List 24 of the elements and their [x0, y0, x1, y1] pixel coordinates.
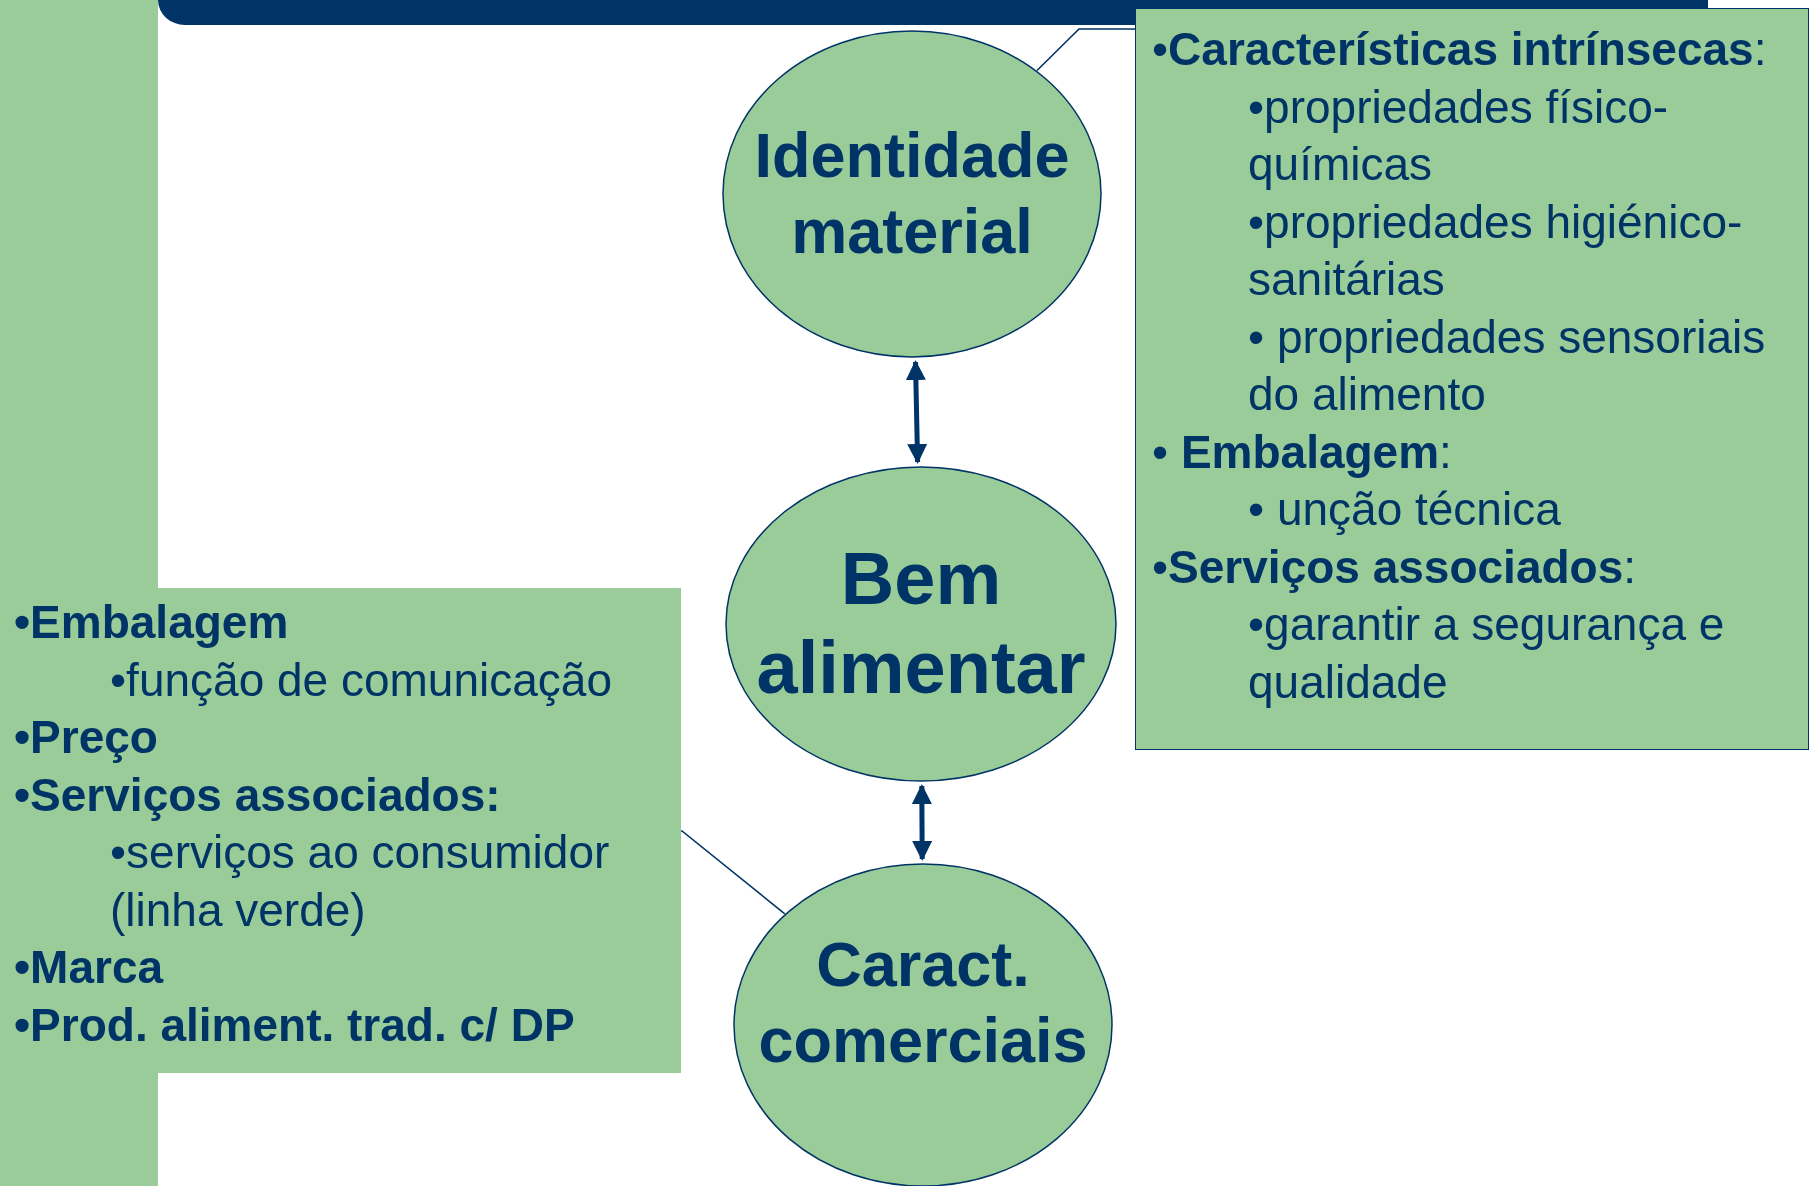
list-item: • Embalagem: [1152, 424, 1453, 480]
list-item: • unção técnica [1248, 482, 1562, 537]
list-item: •Preço [14, 710, 159, 765]
list-item: • propriedades sensoriais do alimento [1248, 309, 1767, 422]
node-title: Identidade material [753, 119, 1071, 268]
list-item: •propriedades higiénico-sanitárias [1248, 194, 1744, 307]
list-item: •Serviços associados: [1152, 539, 1638, 595]
list-item: •Características intrínsecas: [1152, 22, 1768, 77]
text-panel [0, 588, 681, 1073]
list-item: •Prod. aliment. trad. c/ DP [14, 997, 576, 1053]
node-title: Bem alimentar [755, 536, 1087, 711]
arrow [911, 784, 933, 861]
leader-line [680, 830, 786, 915]
list-item: •Embalagem [14, 595, 290, 650]
list-item: •Serviços associados: [14, 767, 502, 823]
leader-line [1036, 28, 1136, 72]
list-item: •Marca [14, 940, 165, 995]
list-item: •função de comunicação [110, 652, 613, 708]
list-item: •propriedades físico-químicas [1248, 79, 1670, 192]
list-item: •serviços ao consumidor (linha verde) [110, 825, 611, 938]
text-panel [1135, 8, 1809, 750]
node-title: Caract. comerciais [757, 928, 1089, 1077]
list-item: •garantir a segurança e qualidade [1248, 597, 1726, 710]
arrow [905, 360, 928, 464]
